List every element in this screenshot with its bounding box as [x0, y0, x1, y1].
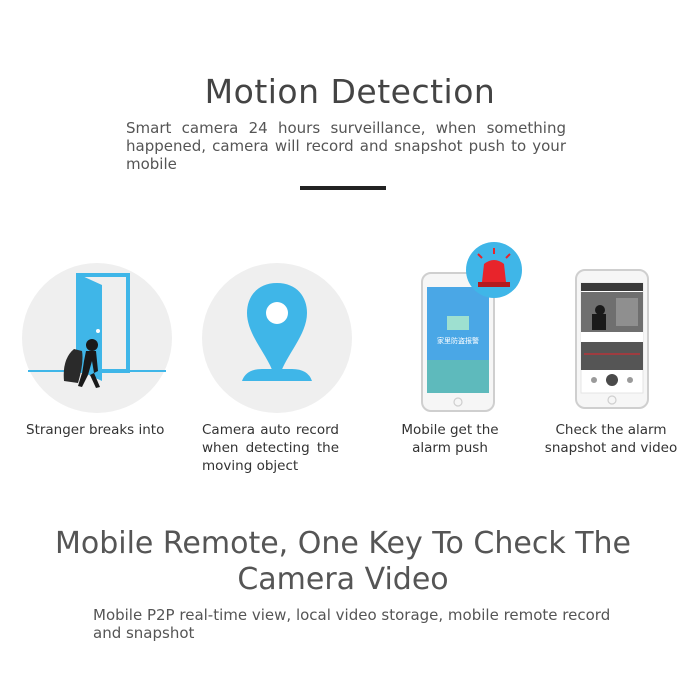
- phone-video-icon: [575, 269, 649, 409]
- phone-screen-text: 家里防盗报警: [437, 336, 479, 345]
- step2-caption: Camera auto record when detecting the mo…: [202, 422, 339, 474]
- step3-caption: Mobile get the alarm push: [401, 422, 499, 456]
- intruder-door-icon: [28, 273, 166, 388]
- motion-detection-subtitle: Smart camera 24 hours surveillance, when…: [126, 119, 566, 173]
- mobile-remote-subtitle: Mobile P2P real-time view, local video s…: [93, 606, 611, 642]
- motion-detection-title: Motion Detection: [204, 72, 496, 111]
- phone-alarm-icon: 家里防盗报警: [421, 242, 522, 412]
- step1-caption: Stranger breaks into: [26, 422, 165, 438]
- camera-icon: [242, 283, 312, 381]
- divider: [300, 186, 386, 190]
- mobile-remote-title: Mobile Remote, One Key To Check The Came…: [54, 526, 632, 597]
- step4-caption: Check the alarm snapshot and video: [544, 422, 678, 456]
